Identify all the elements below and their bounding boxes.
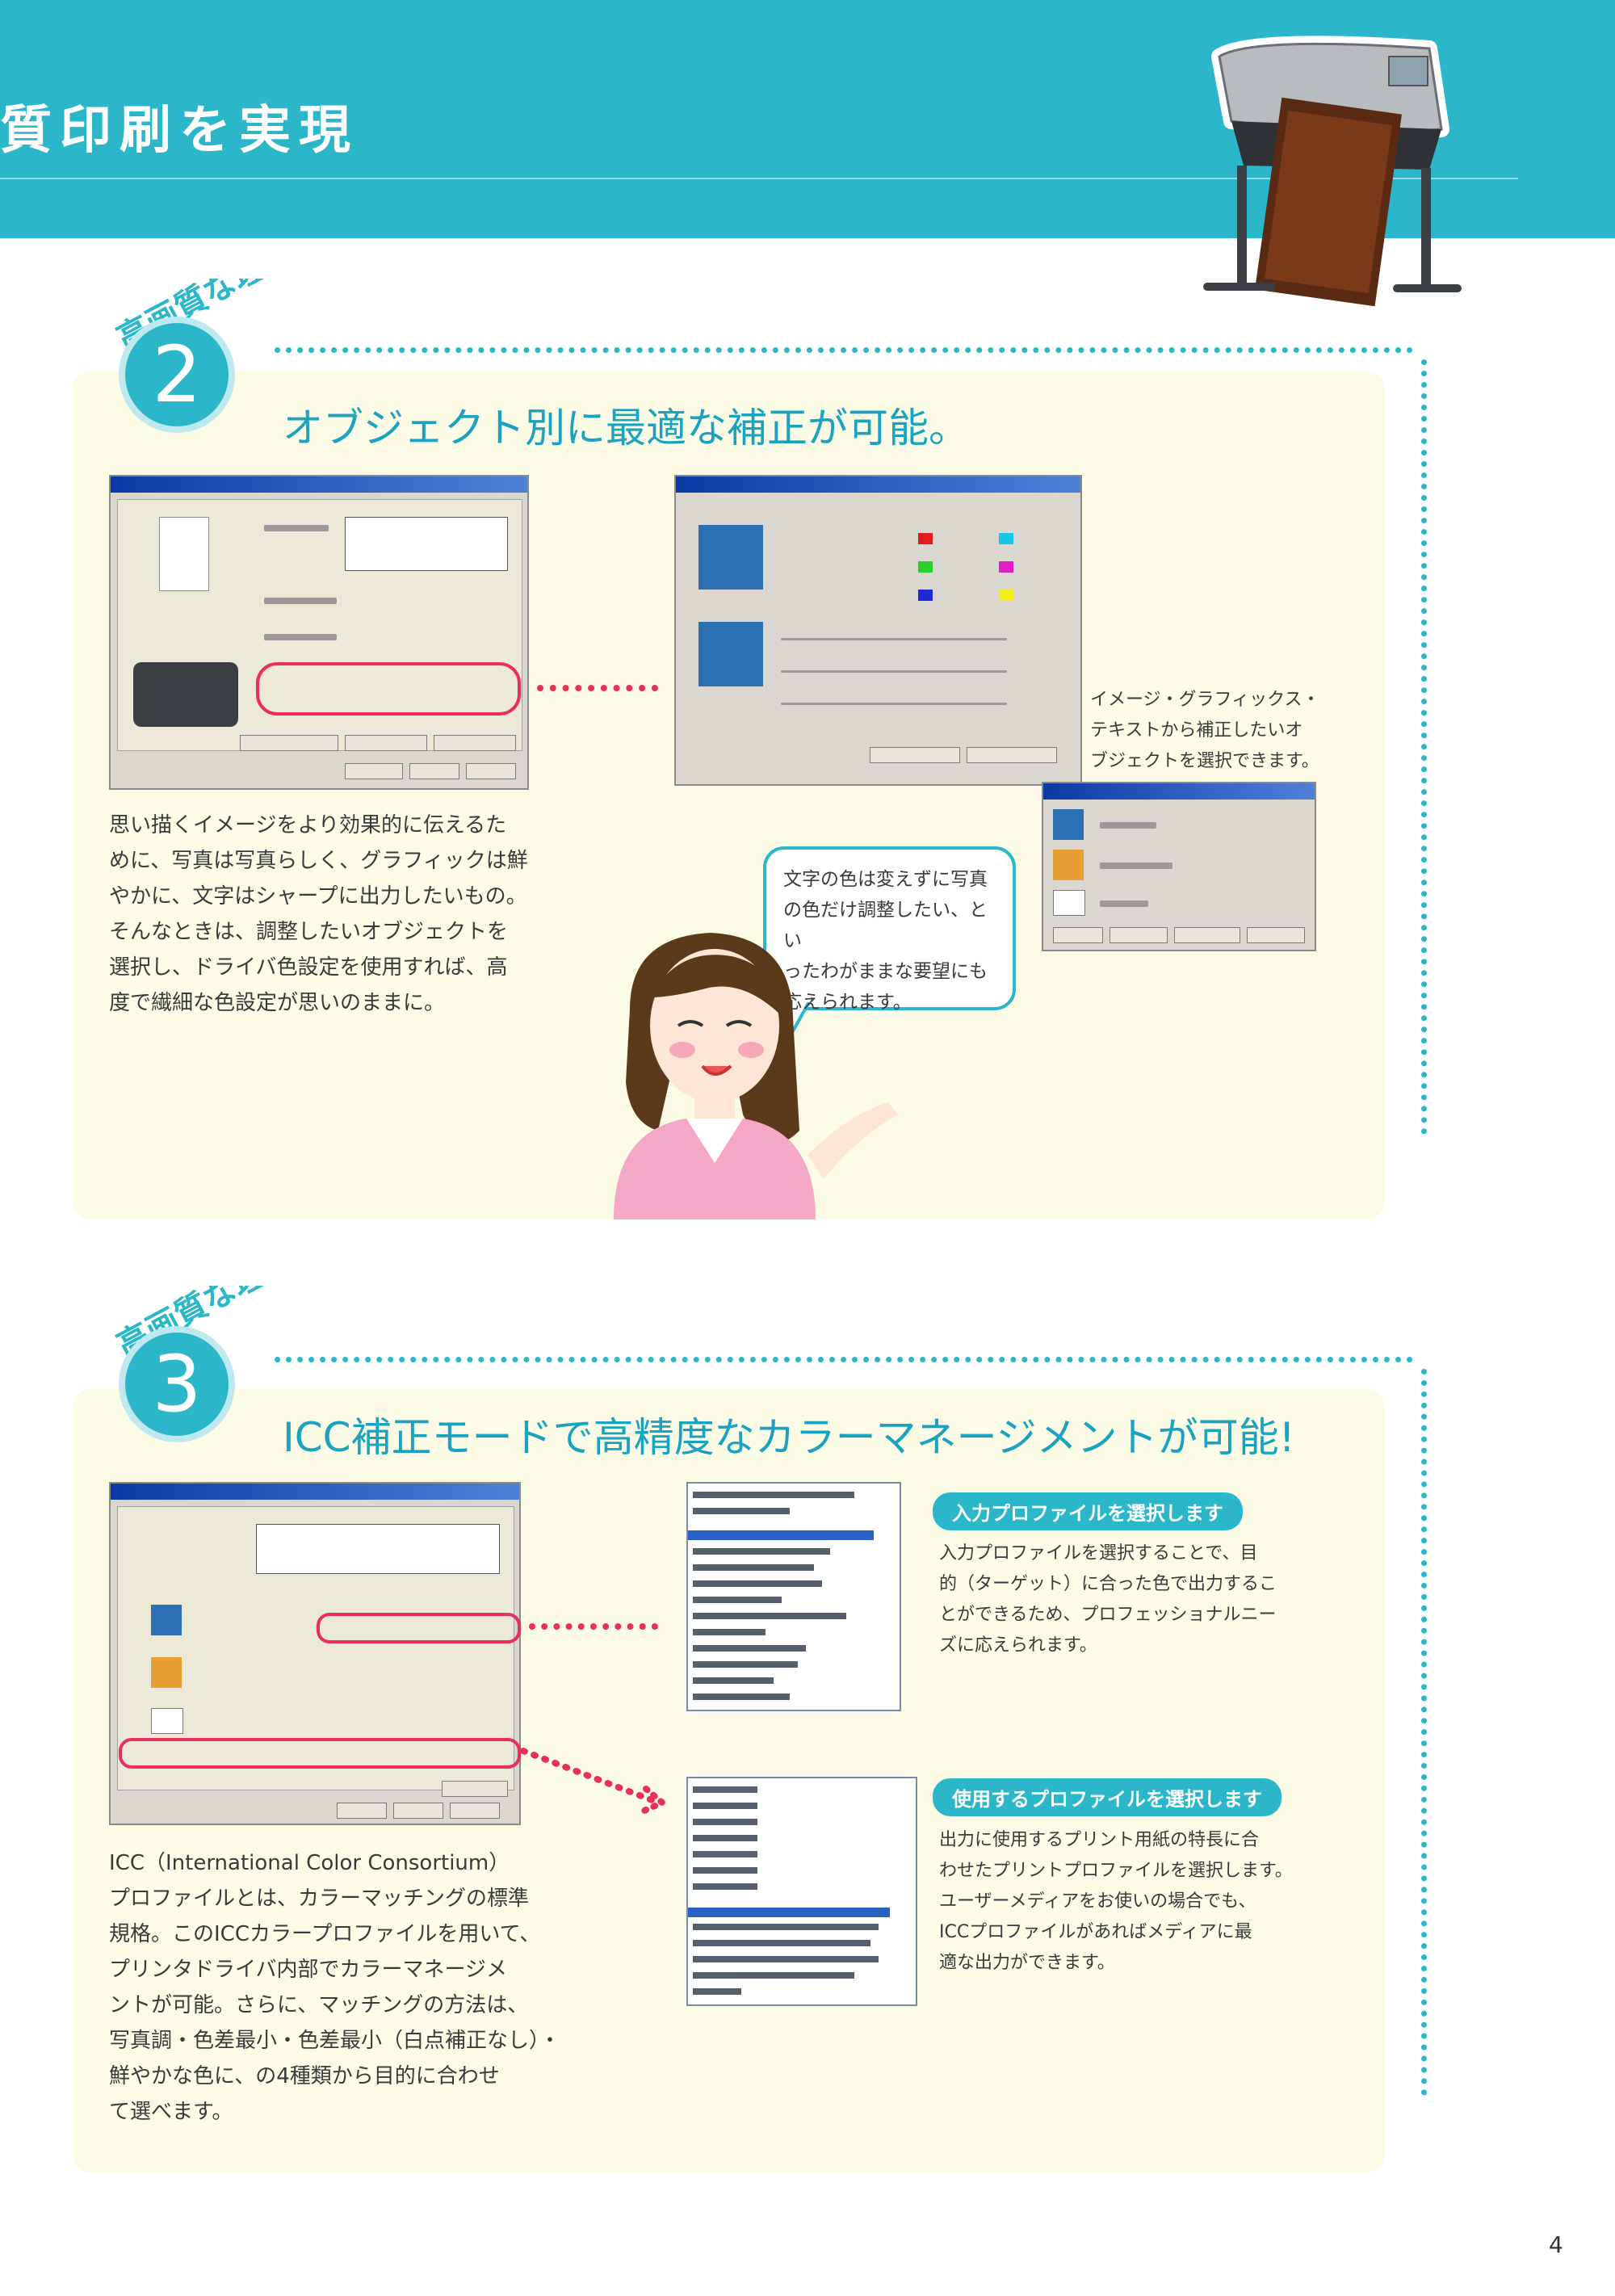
section2-title: オブジェクト別に最適な補正が可能。 bbox=[283, 405, 969, 451]
section2-caption: イメージ・グラフィックス・ テキストから補正したいオ ブジェクトを選択できます。 bbox=[1090, 690, 1320, 771]
section2-dotted-top bbox=[275, 347, 1413, 353]
input-profile-pill: 入力プロファイルを選択します bbox=[933, 1492, 1243, 1530]
section3-body: ICC（International Color Consortium） プロファ… bbox=[109, 1851, 561, 2124]
header-rule bbox=[0, 178, 1518, 179]
object-select-dialog bbox=[1042, 782, 1316, 951]
section2-number-badge: 2 bbox=[125, 323, 229, 426]
section3-dotted-right bbox=[1421, 1369, 1427, 2096]
printer-driver-dialog bbox=[109, 475, 529, 790]
printer-illustration bbox=[1187, 24, 1462, 315]
print-profile-pill: 使用するプロファイルを選択します bbox=[933, 1778, 1282, 1816]
print-profile-listbox bbox=[686, 1777, 917, 2006]
page-number: 4 bbox=[1549, 2231, 1563, 2258]
section3-dotted-top bbox=[275, 1357, 1413, 1362]
input-profile-listbox bbox=[686, 1482, 901, 1711]
section3-title: ICC補正モードで高精度なカラーマネージメントが可能! bbox=[283, 1414, 1295, 1461]
section3-number-badge: 3 bbox=[125, 1333, 229, 1436]
color-settings-dialog bbox=[674, 475, 1082, 786]
speech-bubble-text: 文字の色は変えずに写真 の色だけ調整したい、とい ったわがままな要望にも 応えら… bbox=[783, 869, 988, 1013]
section2-connector bbox=[537, 685, 658, 691]
icc-settings-dialog bbox=[109, 1482, 521, 1825]
input-profile-desc: 入力プロファイルを選択することで、目 的（ターゲット）に合った色で出力するこ と… bbox=[939, 1543, 1277, 1656]
speech-bubble bbox=[763, 846, 1016, 1010]
section3-connector-2 bbox=[517, 1744, 670, 1817]
section3-connector-1 bbox=[529, 1623, 658, 1630]
header-title: 質印刷を実現 bbox=[0, 101, 359, 161]
section2-dotted-right bbox=[1421, 359, 1427, 1135]
print-profile-desc: 出力に使用するプリント用紙の特長に合 わせたプリントプロファイルを選択します。 … bbox=[939, 1830, 1293, 1973]
section2-body: 思い描くイメージをより効果的に伝えるた めに、写真は写真らしく、グラフィックは鮮… bbox=[109, 813, 528, 1015]
woman-illustration bbox=[581, 921, 937, 1219]
